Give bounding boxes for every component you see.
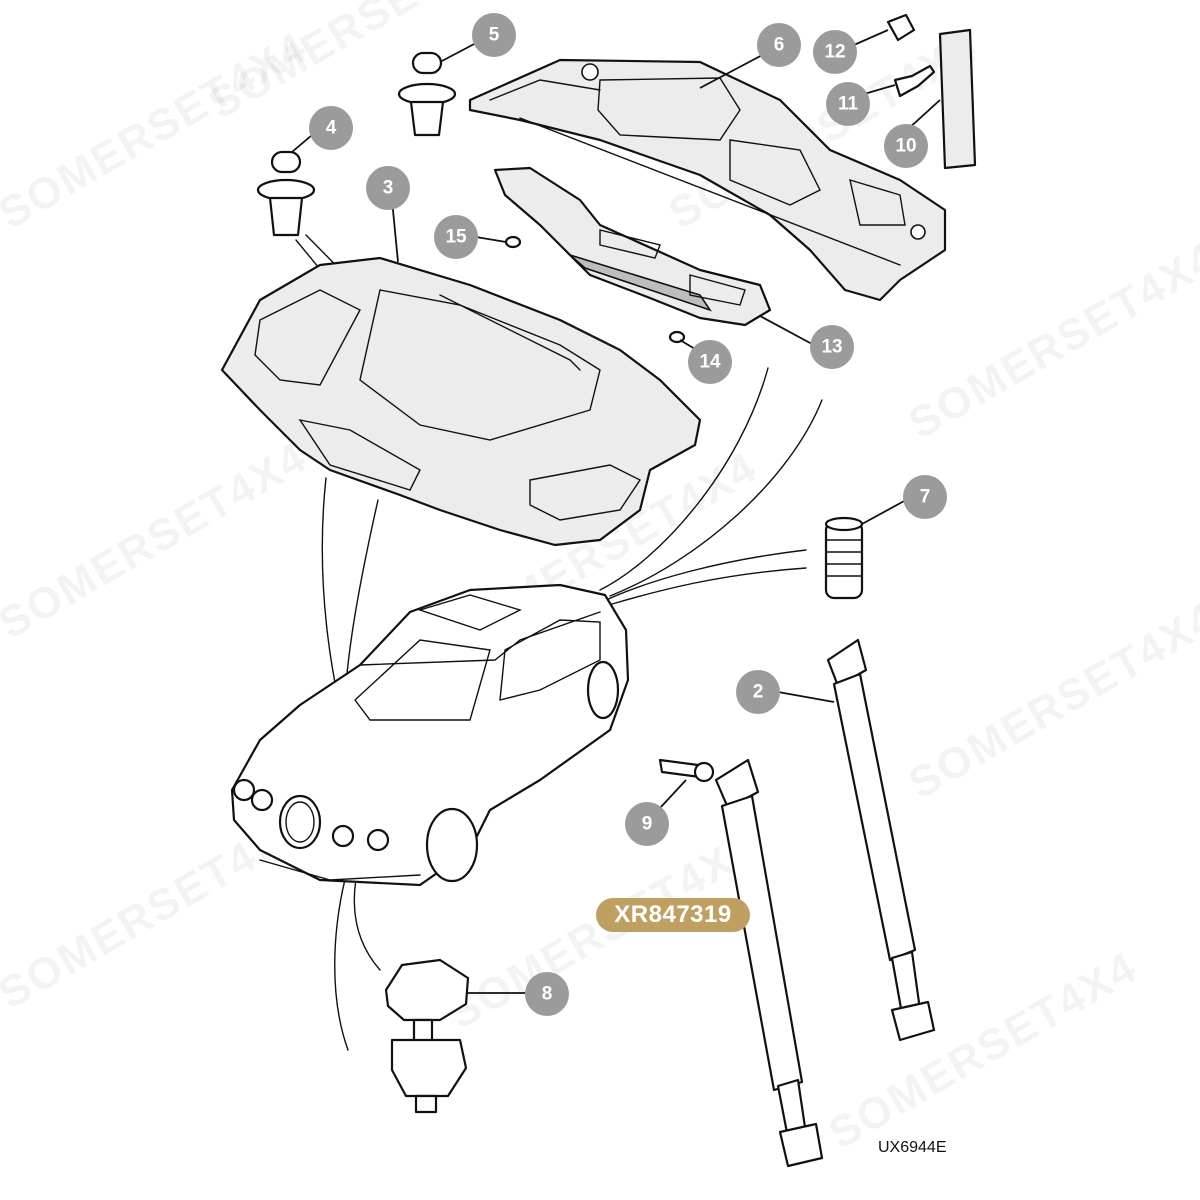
callout-6: 6 [757,23,801,67]
callout-label: 12 [824,42,845,63]
gas-strut-part-2 [826,638,936,1042]
callout-label: 10 [895,136,916,157]
callout-10: 10 [884,124,928,168]
callout-4: 4 [309,106,353,150]
watermark-text: SOMERSET4X4 [821,943,1146,1159]
callout-9: 9 [625,802,669,846]
watermark-text: SOMERSET4X4 [0,433,316,649]
callout-label: 8 [542,984,553,1005]
bolt-part-11 [893,64,936,98]
callout-label: 13 [821,337,842,358]
part-number-badge: XR847319 [596,898,750,932]
callout-8: 8 [525,972,569,1016]
watermark-text: SOMERSET4X4 [901,593,1200,809]
assembly-lines [295,234,823,1051]
callout-7: 7 [903,475,947,519]
boot-handle-trim-part-13 [493,166,772,327]
callout-3: 3 [366,166,410,210]
callout-11: 11 [826,82,870,126]
clip-part-15 [504,235,522,249]
callout-13: 13 [810,325,854,369]
callout-5: 5 [472,13,516,57]
boot-liner-part-6 [468,58,947,302]
callout-label: 6 [774,35,785,56]
drawing-reference: UX6944E [878,1139,947,1156]
callout-label: 9 [642,814,653,835]
bump-stop-part-7 [824,516,864,600]
adjustable-buffer-part-8 [384,958,470,1114]
callout-14: 14 [688,340,732,384]
callout-2: 2 [736,670,780,714]
watermark-text: SOMERSET4X4 [901,233,1200,449]
callout-label: 15 [445,227,467,248]
callout-label: 14 [699,352,721,373]
car-outline [230,583,630,887]
small-parts [504,13,977,344]
callout-label: 7 [920,487,931,508]
callout-label: 2 [753,682,764,703]
callout-12: 12 [813,30,857,74]
seal-strip-part-10 [938,28,977,170]
bolt-part-9 [658,758,715,783]
callout-15: 15 [434,215,478,259]
callout-label: 11 [838,94,859,115]
watermark-layer: SOMERSET4X4 SOMERSET4X4 SOMERSET4X4 SOME… [0,0,1200,1159]
gas-strut-second [714,758,824,1168]
bonnet-insulator-part-3 [220,256,702,547]
push-clip-part-4 [256,150,316,237]
nut-part-12 [886,13,916,42]
callout-label: 3 [383,178,394,199]
callout-label: 4 [326,118,337,139]
push-clip-part-5 [397,51,457,137]
callout-label: 5 [489,25,500,46]
